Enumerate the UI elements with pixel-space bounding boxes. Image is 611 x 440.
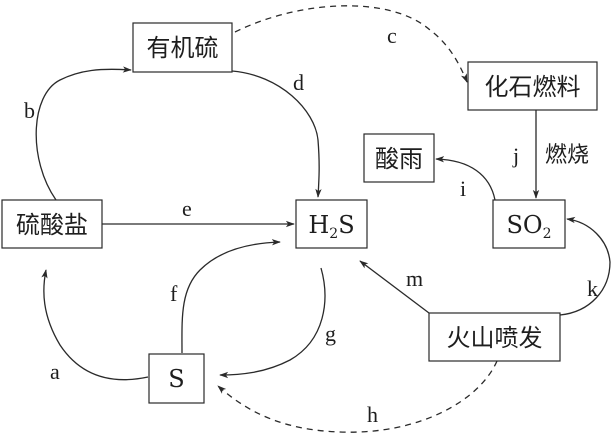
edge-i: [435, 156, 496, 201]
edges: [35, 5, 611, 433]
node-volcano-label: 火山喷发: [447, 324, 543, 352]
edge-label-g: g: [325, 321, 336, 346]
node-acid-rain: 酸雨: [363, 133, 435, 183]
so2-subscript: 2: [543, 226, 552, 242]
edge-a: [41, 269, 149, 381]
edge-label-a: a: [50, 359, 60, 384]
edge-h: [217, 360, 498, 433]
edge-c: [234, 5, 468, 83]
edge-label-c: c: [387, 23, 397, 48]
so2-main: SO: [506, 211, 542, 239]
edge-labels: a b c d e f g h i j 燃烧 k m: [24, 23, 598, 427]
h2s-tail: S: [338, 211, 354, 239]
edge-label-b: b: [24, 98, 35, 123]
node-sulfate-label: 硫酸盐: [16, 211, 88, 239]
h2s-subscript: 2: [329, 226, 338, 242]
edge-label-f: f: [170, 281, 178, 306]
edge-g: [219, 267, 326, 379]
node-h2s: H2S: [295, 199, 368, 249]
edge-f: [181, 239, 281, 354]
node-sulfur-label: S: [168, 365, 184, 393]
edge-b: [35, 66, 132, 201]
edge-label-i: i: [460, 176, 466, 201]
edge-label-m: m: [406, 266, 423, 291]
edge-label-d: d: [293, 70, 304, 95]
edge-label-h: h: [367, 402, 378, 427]
edge-label-k: k: [587, 276, 598, 301]
node-so2: SO2: [492, 199, 566, 249]
edge-d: [231, 70, 322, 198]
edge-k: [559, 216, 611, 316]
h2s-main: H: [308, 211, 329, 239]
edge-note-burning: 燃烧: [545, 143, 589, 168]
node-so2-label: SO2: [506, 211, 551, 242]
node-sulfate: 硫酸盐: [1, 199, 103, 249]
edge-label-e: e: [182, 196, 192, 221]
node-fossil-fuel: 化石燃料: [467, 61, 598, 111]
node-sulfur: S: [148, 353, 205, 404]
node-organic-sulfur: 有机硫: [132, 22, 233, 73]
edge-m: [359, 260, 430, 314]
node-fossil-fuel-label: 化石燃料: [485, 73, 581, 101]
node-acid-rain-label: 酸雨: [375, 145, 423, 173]
edge-label-j: j: [512, 143, 519, 168]
node-h2s-label: H2S: [308, 211, 354, 242]
node-organic-sulfur-label: 有机硫: [147, 34, 219, 62]
node-volcano: 火山喷发: [428, 312, 561, 362]
